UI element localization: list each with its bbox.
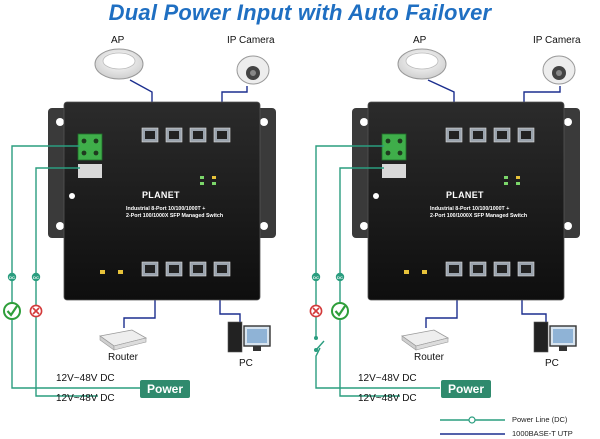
power-terminal-block bbox=[381, 133, 407, 178]
svg-text:DC: DC bbox=[33, 275, 39, 280]
router-label: Router bbox=[108, 352, 139, 363]
led-panel bbox=[100, 176, 216, 274]
legend-power-line: Power Line (DC) bbox=[512, 415, 568, 424]
status-ok-icon bbox=[331, 302, 349, 320]
router-icon bbox=[99, 329, 148, 351]
pc-icon bbox=[227, 321, 271, 353]
power-source-badge: Power bbox=[441, 380, 491, 398]
ip-camera-icon bbox=[542, 55, 576, 85]
brand-logo: PLANET bbox=[446, 190, 484, 200]
switch-ports-bottom bbox=[141, 261, 231, 277]
brand-logo: PLANET bbox=[142, 190, 180, 200]
voltage-label: 12V~48V DC bbox=[56, 373, 115, 384]
voltage-label: 12V~48V DC bbox=[358, 393, 417, 404]
legend-utp: 1000BASE-T UTP bbox=[512, 429, 573, 438]
switch-body bbox=[63, 101, 261, 301]
scenario-right: DC DC bbox=[309, 48, 580, 397]
ap-label: AP bbox=[111, 35, 125, 46]
router-label: Router bbox=[414, 352, 445, 363]
pc-label: PC bbox=[239, 358, 253, 369]
ip-camera-label: IP Camera bbox=[227, 35, 275, 46]
dc-tags-left: DC DC bbox=[7, 272, 41, 282]
page-title: Dual Power Input with Auto Failover bbox=[108, 0, 492, 25]
ip-camera-icon bbox=[236, 55, 270, 85]
svg-text:DC: DC bbox=[337, 275, 343, 280]
power-lines-left bbox=[11, 145, 140, 397]
switch-model-line2: 2-Port 100/1000X SFP Managed Switch bbox=[430, 213, 528, 219]
status-ok-icon bbox=[3, 302, 21, 320]
utp-lines-right bbox=[425, 79, 561, 328]
power-source-badge: Power bbox=[140, 380, 190, 398]
status-fail-icon bbox=[309, 304, 323, 318]
dc-tags-right: DC DC bbox=[311, 272, 345, 282]
status-fail-icon bbox=[29, 304, 43, 318]
switch-model-line1: Industrial 8-Port 10/100/1000T + bbox=[430, 206, 510, 212]
switch-ports-bottom bbox=[445, 261, 535, 277]
switch-model-line1: Industrial 8-Port 10/100/1000T + bbox=[126, 206, 206, 212]
ap-icon bbox=[94, 48, 144, 80]
switch-ports-top bbox=[141, 127, 231, 143]
voltage-label: 12V~48V DC bbox=[358, 373, 417, 384]
ap-icon bbox=[397, 48, 447, 80]
switch-ports-top bbox=[445, 127, 535, 143]
voltage-label: 12V~48V DC bbox=[56, 393, 115, 404]
switch-body bbox=[367, 101, 565, 301]
router-icon bbox=[401, 329, 450, 351]
switch-model-line2: 2-Port 100/1000X SFP Managed Switch bbox=[126, 213, 224, 219]
legend-graphics bbox=[440, 416, 505, 435]
power-terminal-block bbox=[77, 133, 103, 178]
utp-lines-left bbox=[123, 79, 248, 328]
broken-switch-icon bbox=[314, 336, 325, 352]
led-panel bbox=[404, 176, 520, 274]
ip-camera-label: IP Camera bbox=[533, 35, 581, 46]
svg-text:DC: DC bbox=[313, 275, 319, 280]
pc-label: PC bbox=[545, 358, 559, 369]
pc-icon bbox=[533, 321, 577, 353]
svg-text:DC: DC bbox=[9, 275, 15, 280]
scenario-left: DC DC bbox=[3, 48, 276, 397]
ap-label: AP bbox=[413, 35, 427, 46]
